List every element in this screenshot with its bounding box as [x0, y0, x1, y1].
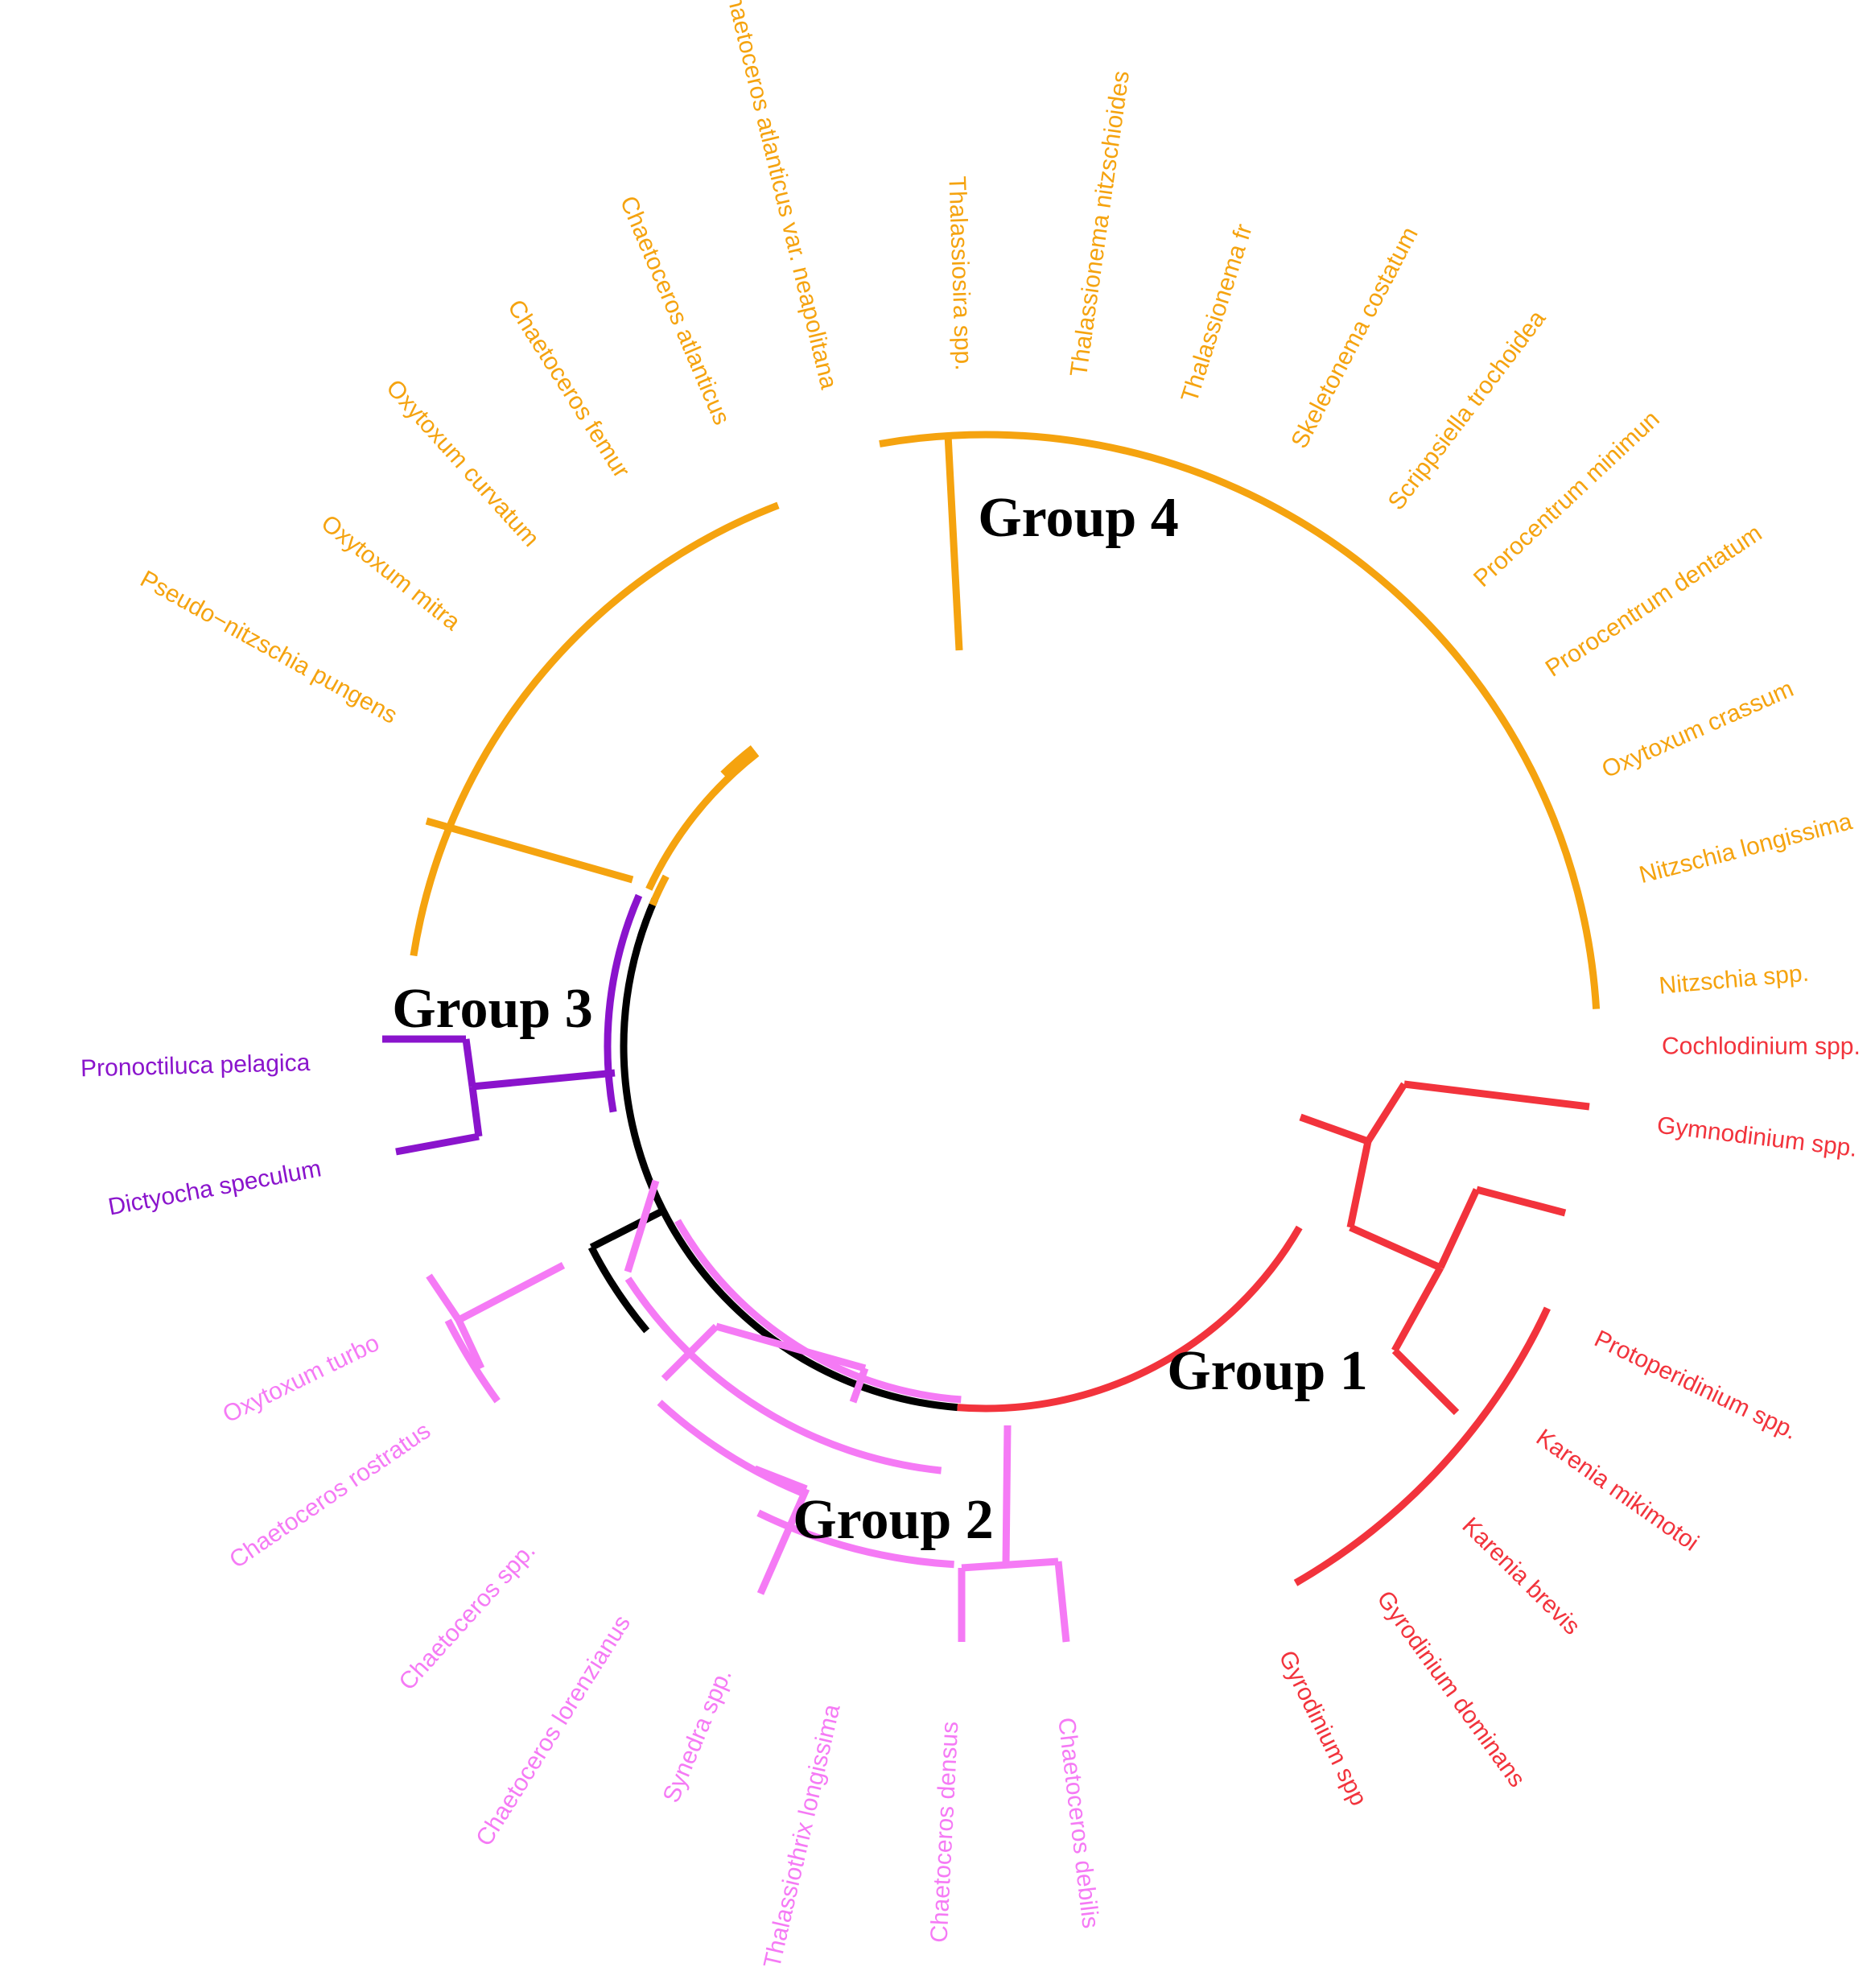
- leaf-label: Nitzschia spp.: [1658, 960, 1810, 1000]
- leaf-label: Thalassiosira spp.: [943, 175, 976, 371]
- group1-gymnodinium: [1475, 1186, 1567, 1217]
- leaf-label: Thalassionema nitzschioides: [1065, 69, 1135, 378]
- leaf-label: Prorocentrum dentatum: [1541, 520, 1767, 683]
- leaf-label: Oxytoxum turbo: [219, 1330, 384, 1428]
- leaf-label: Chaetoceros densus: [926, 1721, 964, 1943]
- group-labels: Group 1 Group 2 Group 3 Group 4: [392, 487, 1368, 1551]
- group2-outer-left-stem: [624, 1179, 660, 1273]
- leaf-label: Karenia mikimotoi: [1531, 1424, 1704, 1556]
- group1-deep-stem: [1391, 1347, 1460, 1416]
- leaf-label: Cochlodinium spp.: [1662, 1033, 1861, 1059]
- group1-outer-arc: [1293, 1306, 1551, 1586]
- group1-arc-main: [957, 1225, 1303, 1413]
- group4-right-arc: [879, 431, 1601, 1009]
- group2-lower-join: [756, 1487, 810, 1595]
- leaf-label: Chaetoceros rostratus: [225, 1417, 435, 1573]
- group1-lower-join: [1346, 1140, 1372, 1228]
- leaf-label: Dictyocha speculum: [106, 1155, 323, 1220]
- group2-outer-left-arc: [444, 1318, 501, 1404]
- group2-subcluster-join: [456, 1262, 566, 1323]
- group3-label: Group 3: [392, 978, 593, 1040]
- group1-deep-join: [1391, 1265, 1444, 1353]
- group2-turbo-branch: [426, 1273, 462, 1322]
- group1-label: Group 1: [1167, 1340, 1368, 1402]
- leaf-label: Nitzschia longissima: [1637, 808, 1856, 889]
- group2-arc-outer: [756, 1509, 954, 1569]
- group4-left-arc: [410, 501, 780, 957]
- group2-label: Group 2: [793, 1489, 994, 1551]
- group2-mid-arc: [624, 1277, 942, 1475]
- leaf-label: Pronoctiluca pelagica: [80, 1050, 311, 1082]
- leaf-label: Chaetoceros lorenzianus: [471, 1611, 636, 1850]
- group2-densus-stem: [1002, 1425, 1012, 1566]
- group2-rostratus-branch: [455, 1318, 485, 1370]
- leaf-label: Gymnodinium spp.: [1655, 1112, 1858, 1162]
- group4-inner-arc-a: [649, 874, 670, 906]
- leaf-label: Oxytoxum curvatum: [381, 374, 544, 551]
- group1-stem-a: [1299, 1113, 1370, 1145]
- leaf-label: Protoperidinium spp.: [1590, 1326, 1801, 1446]
- group2-arc-main: [674, 1219, 962, 1404]
- leaf-label: Chaetoceros femur: [502, 295, 635, 483]
- group1-top-join: [1365, 1082, 1407, 1144]
- group4-inner-arc-b: [645, 750, 760, 891]
- group3-arc: [604, 893, 643, 1113]
- leaf-label: Gyrodinium spp: [1274, 1647, 1372, 1810]
- leaf-label: Chaetoceros spp.: [394, 1537, 540, 1695]
- group2-mid-stem-b: [715, 1322, 867, 1372]
- root-arc: [620, 897, 958, 1412]
- group4-inner-arc-c: [720, 745, 756, 777]
- leaf-label: Chaetoceros atlanticus: [615, 192, 736, 429]
- group1-gymno-join: [1436, 1188, 1481, 1269]
- group1-lower-stem: [1349, 1223, 1442, 1272]
- leaf-label: Thalassionema fr: [1177, 221, 1258, 405]
- leaf-label: Synedra spp.: [658, 1665, 737, 1807]
- branches: [382, 431, 1601, 1643]
- group4-right-stem: [944, 434, 963, 651]
- leaf-label: Oxytoxum mitra: [316, 510, 465, 637]
- leaf-label: Gyrodinium dominans: [1371, 1586, 1530, 1792]
- leaf-label: Oxytoxum crassum: [1598, 675, 1798, 783]
- group3-bottom-join: [468, 1086, 483, 1137]
- group3-dictyocha: [395, 1132, 480, 1156]
- leaf-label: Chaetoceros debilis: [1053, 1716, 1104, 1930]
- leaf-label: Scrippsiella trochoidea: [1383, 305, 1552, 515]
- leaf-label: Prorocentrum minimun: [1469, 406, 1665, 592]
- leaf-label: Chaetoceros atlanticus var. neapolitana: [718, 0, 843, 392]
- leaf-label: Thalassiothrix longissima: [759, 1701, 846, 1970]
- root-branch-group2: [589, 1207, 666, 1251]
- root-connector-arc: [587, 1245, 650, 1334]
- group3-stem: [472, 1069, 616, 1091]
- group2-mid-stem-c: [849, 1367, 869, 1404]
- group1-cochlodinium: [1403, 1080, 1590, 1111]
- group4-label: Group 4: [978, 487, 1179, 549]
- leaf-label: Skeletonema costatum: [1286, 223, 1424, 453]
- group2-lower-arc: [657, 1400, 803, 1496]
- group2-densus-debilis-bar: [961, 1557, 1059, 1572]
- leaf-label: Pseudo−nitzschia pungens: [136, 566, 402, 729]
- leaf-label: Karenia brevis: [1457, 1512, 1584, 1640]
- group3-top-join: [462, 1038, 476, 1087]
- group4-left-stem: [425, 817, 634, 884]
- group2-debilis: [1054, 1561, 1070, 1643]
